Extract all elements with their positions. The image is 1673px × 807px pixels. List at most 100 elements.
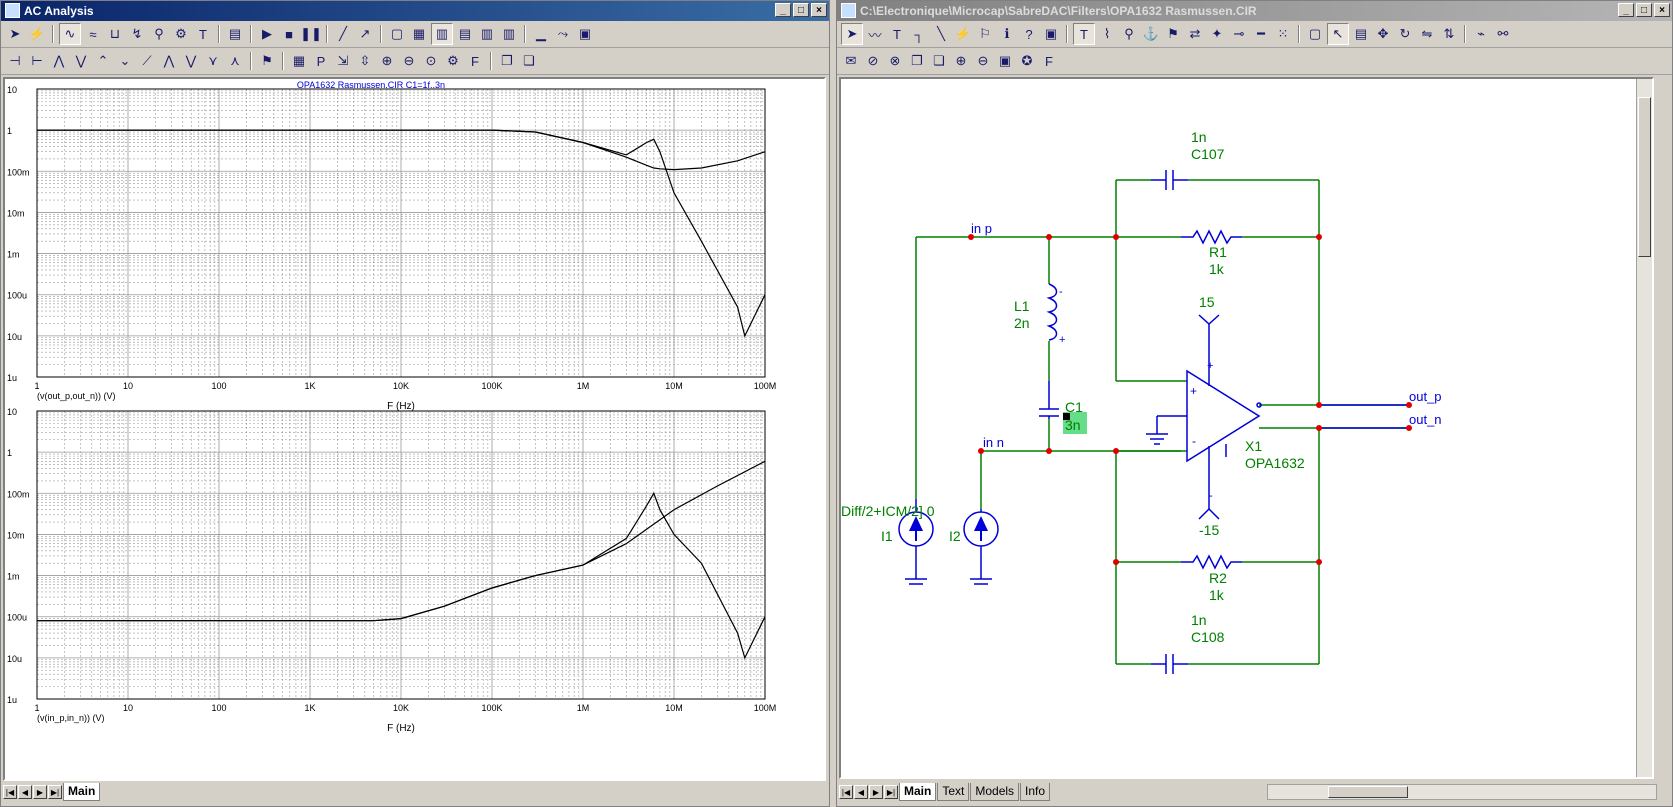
- zoom-in-icon[interactable]: ⊕: [381, 53, 393, 68]
- copy-icon[interactable]: ❐: [911, 53, 923, 68]
- layout4-icon[interactable]: ▥: [502, 26, 516, 41]
- point-tag-icon[interactable]: P: [316, 53, 326, 69]
- prev-tab-button[interactable]: ◀: [18, 785, 32, 799]
- components[interactable]: [898, 170, 1409, 674]
- baseline-icon[interactable]: ▁: [536, 26, 546, 41]
- low-icon[interactable]: ⌄: [119, 53, 131, 68]
- zoom-in-icon[interactable]: ⊕: [955, 53, 967, 68]
- minimize-button[interactable]: _: [775, 3, 791, 17]
- first-tab-button[interactable]: |◀: [3, 785, 17, 799]
- text-tool-icon[interactable]: T: [893, 26, 901, 42]
- grid-icon[interactable]: ▦: [412, 26, 426, 41]
- node-numbers-icon[interactable]: ⌇: [1103, 26, 1111, 41]
- run-icon[interactable]: ▶: [262, 26, 272, 41]
- selection-handle[interactable]: [1063, 413, 1070, 420]
- close-button[interactable]: ×: [811, 3, 827, 17]
- tab-text[interactable]: Text: [937, 783, 970, 801]
- vertical-scrollbar[interactable]: [1636, 79, 1652, 777]
- ac-analysis-titlebar[interactable]: AC Analysis _ □ ×: [1, 1, 829, 21]
- cancel-icon[interactable]: ⊗: [889, 53, 901, 68]
- probe-icon[interactable]: ⚙: [175, 26, 187, 41]
- zoom-out-icon[interactable]: ⊖: [977, 53, 989, 68]
- schematic-window[interactable]: C:\Electronique\Microcap\SabreDAC\Filter…: [836, 0, 1673, 807]
- peak-icon[interactable]: ⋀: [53, 53, 65, 68]
- last-tab-button[interactable]: ▶|: [884, 785, 898, 799]
- pin-icon[interactable]: ⚓: [1142, 26, 1160, 41]
- ac-analysis-window[interactable]: AC Analysis _ □ × ➤ ⚡ ∿ ≈ ⊔ ↯ ⚲ ⚙ T ▤ ▶ …: [0, 0, 830, 807]
- text-toggle-icon[interactable]: T: [1073, 23, 1095, 45]
- paste-icon[interactable]: ❏: [523, 53, 535, 68]
- stop-icon[interactable]: ■: [285, 26, 293, 42]
- scope-icon[interactable]: ⌁: [1477, 26, 1485, 41]
- layout1-icon[interactable]: ▥: [431, 23, 453, 45]
- dot-grid-icon[interactable]: ⁙: [1277, 26, 1289, 41]
- flag-icon[interactable]: ⚐: [979, 26, 991, 41]
- last-tab-button[interactable]: ▶|: [48, 785, 62, 799]
- zoom-fit-icon[interactable]: ⊙: [425, 53, 437, 68]
- arrow-line-icon[interactable]: ↗: [359, 26, 371, 41]
- font-icon[interactable]: F: [1045, 53, 1053, 69]
- valley-icon[interactable]: ⋁: [75, 53, 87, 68]
- table-icon[interactable]: ▦: [292, 53, 306, 68]
- diag-wire-icon[interactable]: ╲: [937, 26, 945, 41]
- cursor-right-icon[interactable]: ⊢: [31, 53, 43, 68]
- zoom-out-icon[interactable]: ⊖: [403, 53, 415, 68]
- minimize-button[interactable]: _: [1618, 3, 1634, 17]
- maximize-button[interactable]: □: [793, 3, 809, 17]
- monitor-icon[interactable]: ▣: [578, 26, 592, 41]
- probe-icon[interactable]: ⚲: [1124, 26, 1134, 41]
- horizontal-scrollbar[interactable]: [1267, 784, 1657, 800]
- tab-main[interactable]: Main: [63, 783, 101, 801]
- rotate-icon[interactable]: ↻: [1399, 26, 1411, 41]
- wire-icon[interactable]: 〰: [868, 27, 882, 43]
- flag-wire-icon[interactable]: ⚑: [1167, 26, 1179, 41]
- dash-line-icon[interactable]: ━: [1257, 26, 1265, 41]
- maximize-button[interactable]: □: [1636, 3, 1652, 17]
- select-arrow-icon[interactable]: ➤: [841, 23, 863, 45]
- font-icon[interactable]: F: [471, 53, 479, 69]
- properties-icon[interactable]: ▤: [1354, 26, 1368, 41]
- help-icon[interactable]: ?: [1025, 26, 1033, 42]
- text-tool-icon[interactable]: T: [199, 26, 207, 42]
- flip-icon[interactable]: ⇅: [1443, 26, 1455, 41]
- pause-icon[interactable]: ❚❚: [300, 26, 322, 41]
- min-icon[interactable]: ⋁: [185, 53, 197, 68]
- warning-icon[interactable]: ⊘: [867, 53, 879, 68]
- tab-models[interactable]: Models: [970, 783, 1020, 801]
- window-icon[interactable]: ▢: [1308, 26, 1322, 41]
- scale-y-icon[interactable]: ⇳: [359, 53, 371, 68]
- tab-info[interactable]: Info: [1020, 783, 1051, 801]
- component-icon[interactable]: ⚡: [954, 26, 972, 41]
- close-button[interactable]: ×: [1654, 3, 1670, 17]
- color-icon[interactable]: ✪: [1021, 53, 1033, 68]
- next-tab-button[interactable]: ▶: [869, 785, 883, 799]
- cursor-left-icon[interactable]: ⊣: [9, 53, 21, 68]
- high-icon[interactable]: ⌃: [97, 53, 109, 68]
- schematic-titlebar[interactable]: C:\Electronique\Microcap\SabreDAC\Filter…: [837, 1, 1672, 21]
- paste-icon[interactable]: ❏: [933, 53, 945, 68]
- mirror-icon[interactable]: ⇋: [1421, 26, 1433, 41]
- lamp-icon[interactable]: ✦: [1211, 26, 1223, 41]
- frame-icon[interactable]: ▢: [390, 26, 404, 41]
- prev-tab-button[interactable]: ◀: [854, 785, 868, 799]
- next-tab-button[interactable]: ▶: [33, 785, 47, 799]
- binoculars-icon[interactable]: ⚯: [1497, 26, 1509, 41]
- go-x-icon[interactable]: ⋎: [208, 53, 218, 68]
- component-icon[interactable]: ⚡: [28, 26, 46, 41]
- properties-icon[interactable]: ▤: [228, 26, 242, 41]
- comment-icon[interactable]: ✉: [845, 53, 857, 68]
- trace-icon[interactable]: ⤳: [557, 26, 569, 41]
- tab-main[interactable]: Main: [899, 783, 937, 801]
- layout3-icon[interactable]: ▥: [480, 26, 494, 41]
- scale-x-icon[interactable]: ⇲: [337, 53, 349, 68]
- ortho-wire-icon[interactable]: ┐: [914, 26, 924, 42]
- schematic-canvas[interactable]: 1n C107 R1 1k L1 2n C1 3n 15 -15 X1 OPA1…: [841, 79, 1636, 777]
- move-icon[interactable]: ✥: [1377, 26, 1389, 41]
- bucket-icon[interactable]: ⊔: [109, 26, 121, 41]
- settings-icon[interactable]: ⚙: [447, 53, 459, 68]
- line-icon[interactable]: ╱: [339, 26, 347, 41]
- first-tab-button[interactable]: |◀: [839, 785, 853, 799]
- tag-icon[interactable]: ⚑: [261, 53, 273, 68]
- link-icon[interactable]: ⚲: [154, 26, 164, 41]
